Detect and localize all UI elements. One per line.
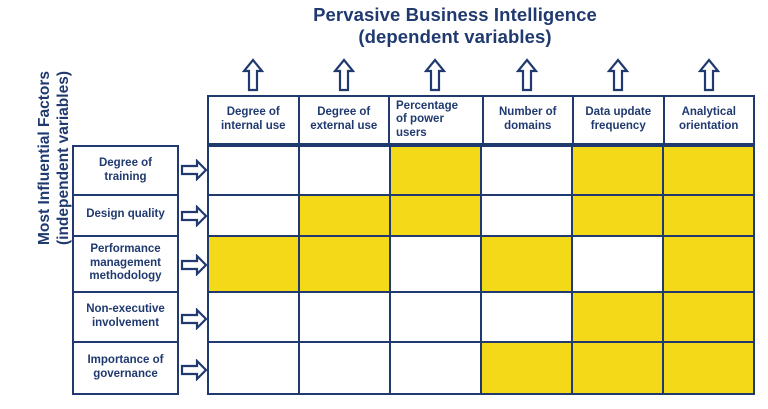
matrix-cell-r5-c1[interactable] bbox=[209, 342, 300, 393]
matrix-row-2 bbox=[209, 196, 753, 237]
arrow-right-icon bbox=[180, 358, 208, 381]
matrix-cell-r4-c1[interactable] bbox=[209, 292, 300, 341]
vertical-axis-line-1: Most Influential Factors bbox=[36, 71, 53, 245]
matrix-cell-r5-c5[interactable] bbox=[573, 342, 664, 393]
matrix-cell-r4-c4[interactable] bbox=[482, 292, 573, 341]
arrow-right-icon bbox=[180, 307, 208, 330]
matrix-cell-r3-c5[interactable] bbox=[573, 236, 664, 291]
matrix-row-1 bbox=[209, 147, 753, 197]
arrow-up-icon bbox=[333, 58, 355, 92]
matrix-cell-r3-c2[interactable] bbox=[300, 236, 391, 291]
arrow-up-icon bbox=[424, 58, 447, 92]
matrix-cell-r3-c1[interactable] bbox=[209, 236, 300, 291]
matrix-cell-r3-c6[interactable] bbox=[664, 236, 753, 291]
arrow-right-icon bbox=[180, 204, 208, 227]
arrow-right-icon bbox=[180, 159, 208, 181]
matrix-cell-r1-c5[interactable] bbox=[573, 147, 664, 195]
matrix-cell-r4-c3[interactable] bbox=[391, 292, 482, 341]
title-line-2: (dependent variables) bbox=[358, 25, 552, 47]
matrix-cell-r4-c6[interactable] bbox=[664, 292, 753, 341]
arrow-up-icon bbox=[698, 58, 721, 92]
matrix-cell-r1-c6[interactable] bbox=[664, 147, 753, 195]
title-line-1: Pervasive Business Intelligence bbox=[313, 4, 597, 25]
matrix-cell-r1-c4[interactable] bbox=[482, 147, 573, 195]
matrix-cell-r2-c4[interactable] bbox=[482, 196, 573, 235]
matrix-cell-r3-c4[interactable] bbox=[482, 236, 573, 291]
row-label-text: Design quality bbox=[86, 208, 165, 221]
vertical-axis-label: Most Influential Factors (independent va… bbox=[36, 38, 76, 278]
matrix-cell-r1-c1[interactable] bbox=[209, 147, 300, 195]
page-title: Pervasive Business Intelligence (depende… bbox=[240, 4, 670, 48]
matrix-cell-r2-c6[interactable] bbox=[664, 196, 753, 235]
matrix-row-3 bbox=[209, 236, 753, 293]
matrix-cell-r3-c3[interactable] bbox=[391, 236, 482, 291]
arrow-up-icon bbox=[515, 58, 538, 92]
matrix-cell-r5-c6[interactable] bbox=[664, 342, 753, 393]
arrow-right-icon bbox=[180, 253, 208, 276]
matrix-cell-r2-c5[interactable] bbox=[573, 196, 664, 235]
arrow-up-icon bbox=[607, 58, 629, 92]
matrix-cell-r5-c4[interactable] bbox=[482, 342, 573, 393]
matrix-row-4 bbox=[209, 292, 753, 343]
matrix-cell-r5-c3[interactable] bbox=[391, 342, 482, 393]
matrix-row-5 bbox=[209, 342, 753, 393]
matrix-cell-r4-c2[interactable] bbox=[300, 292, 391, 341]
matrix-cell-r1-c3[interactable] bbox=[391, 147, 482, 195]
matrix-cell-r2-c3[interactable] bbox=[391, 196, 482, 235]
row-label-2: Design quality bbox=[74, 196, 177, 237]
matrix-cell-r4-c5[interactable] bbox=[573, 292, 664, 341]
matrix-cell-r2-c2[interactable] bbox=[300, 196, 391, 235]
matrix-cell-r5-c2[interactable] bbox=[300, 342, 391, 393]
matrix-cell-r2-c1[interactable] bbox=[209, 196, 300, 235]
arrow-up-icon bbox=[241, 58, 264, 92]
vertical-axis-line-2: (independent variables) bbox=[54, 71, 72, 245]
matrix-grid bbox=[207, 145, 755, 395]
matrix-cell-r1-c2[interactable] bbox=[300, 147, 391, 195]
